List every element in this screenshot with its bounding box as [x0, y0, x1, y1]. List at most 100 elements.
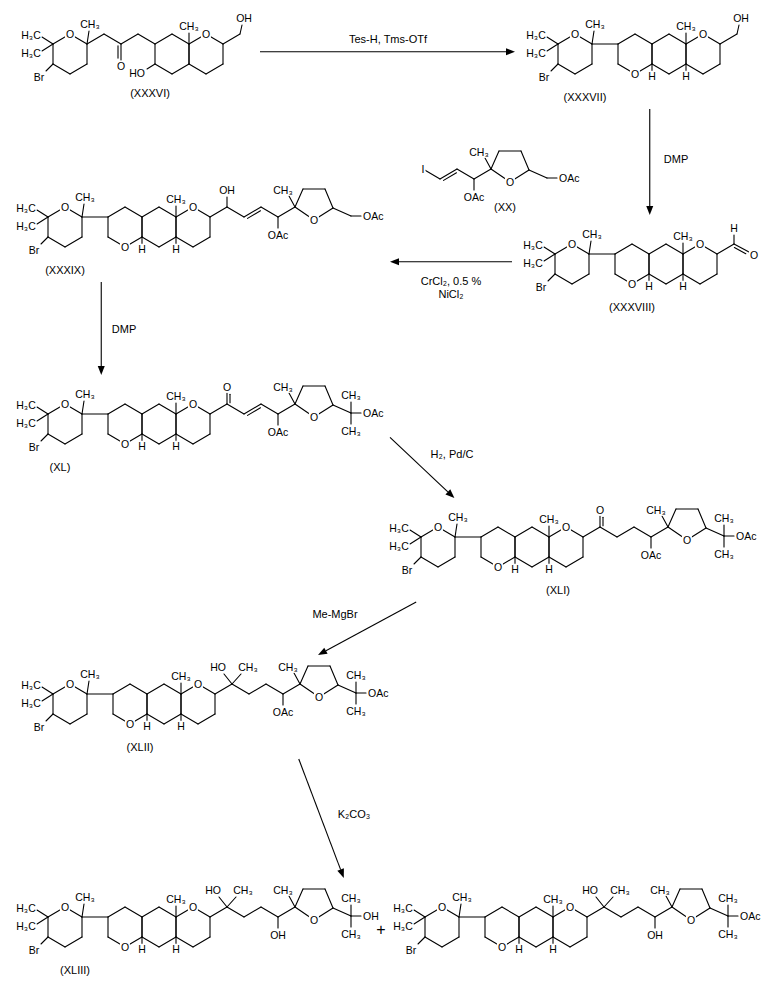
atom-label: H₃C — [388, 541, 409, 552]
atom-label: CH₃ — [717, 929, 738, 940]
bond — [108, 907, 125, 917]
atom-label: CH₃ — [170, 671, 191, 682]
compound-number: (XLII) — [127, 742, 154, 753]
bond — [108, 207, 125, 217]
atom-label: HO — [128, 68, 146, 79]
bond — [46, 64, 53, 71]
atom-label: H₃C — [392, 921, 413, 932]
atom-label: Br — [28, 945, 41, 956]
bond — [81, 217, 82, 237]
atom-label: H₃C — [392, 903, 413, 914]
atom-label: O — [193, 679, 203, 690]
bond — [356, 692, 366, 693]
reagent-label: DMP — [110, 323, 138, 336]
bond — [414, 917, 425, 924]
bond — [82, 216, 108, 217]
bond — [474, 169, 491, 179]
bond — [350, 905, 351, 916]
bond — [552, 917, 553, 937]
atom-label: O — [570, 29, 580, 40]
bond — [351, 915, 361, 916]
bond — [502, 907, 519, 917]
bond — [727, 916, 728, 927]
reaction-arrow — [390, 258, 512, 265]
bond — [159, 907, 176, 917]
bond — [552, 917, 553, 937]
bond — [651, 44, 652, 64]
atom-label: O — [497, 942, 507, 953]
bond — [219, 897, 227, 907]
bond — [159, 207, 176, 217]
bond — [159, 404, 176, 414]
bond — [180, 694, 181, 714]
bond — [459, 916, 485, 917]
bond — [223, 34, 240, 44]
atom-label: O — [627, 279, 637, 290]
atom-label: H — [548, 944, 558, 955]
bond — [193, 237, 210, 247]
bond — [180, 683, 181, 694]
bond — [82, 916, 108, 917]
bond — [529, 170, 547, 178]
bond — [53, 714, 70, 724]
bond — [46, 714, 53, 721]
bond — [112, 694, 113, 714]
bond — [47, 414, 48, 434]
bond — [142, 207, 159, 217]
atom-label: CH₃ — [340, 893, 361, 904]
bond — [70, 64, 87, 74]
atom-label: O — [309, 915, 319, 926]
bond — [351, 215, 361, 216]
bond — [86, 694, 87, 714]
bond — [283, 684, 300, 694]
atom-label: O — [120, 242, 130, 253]
compound: H₃CH₃CCH₃BrOOHCH₃OHOOAcCH₃OCH₃OAcCH₃(XL) — [5, 375, 390, 479]
atom-label: H₃C — [20, 698, 41, 709]
bond — [555, 274, 572, 284]
atom-label: O — [188, 902, 198, 913]
bond — [141, 414, 142, 434]
bond — [351, 412, 361, 413]
bond — [82, 413, 108, 414]
bond — [37, 217, 48, 224]
bond — [108, 404, 125, 414]
bond — [499, 150, 521, 151]
bond — [226, 393, 227, 404]
bond — [65, 937, 82, 947]
atom-label: CH₃ — [272, 885, 293, 896]
bond — [86, 44, 87, 64]
atom-label: H — [681, 71, 691, 82]
atom-label: Br — [401, 565, 414, 576]
structure-drawing — [10, 655, 395, 759]
bond — [498, 527, 515, 537]
atom-label: OH — [646, 930, 664, 941]
atom-label: OH — [732, 13, 750, 24]
bond — [442, 937, 459, 947]
bond — [248, 408, 261, 416]
arrow-head — [506, 48, 515, 55]
bond — [418, 937, 425, 944]
bond — [210, 207, 227, 217]
bond — [454, 537, 455, 557]
bond — [42, 37, 53, 44]
atom-label: OAc — [267, 230, 289, 241]
bond — [355, 693, 356, 704]
atom-label: H — [171, 944, 181, 955]
atom-label: H₃C — [522, 240, 543, 251]
bond — [410, 530, 421, 537]
bond — [554, 254, 555, 274]
bond — [724, 535, 734, 536]
atom-label: O — [120, 439, 130, 450]
bond — [47, 917, 48, 937]
bond — [227, 404, 244, 414]
atom-label: Br — [33, 72, 46, 83]
atom-label: CH₃ — [232, 885, 253, 896]
atom-label: OAc — [735, 531, 757, 542]
bond — [648, 254, 649, 274]
bond — [277, 217, 278, 228]
bond — [175, 414, 176, 434]
bond — [188, 44, 189, 64]
bond — [138, 34, 155, 44]
atom-label: CH₃ — [717, 893, 738, 904]
bond — [227, 907, 244, 917]
